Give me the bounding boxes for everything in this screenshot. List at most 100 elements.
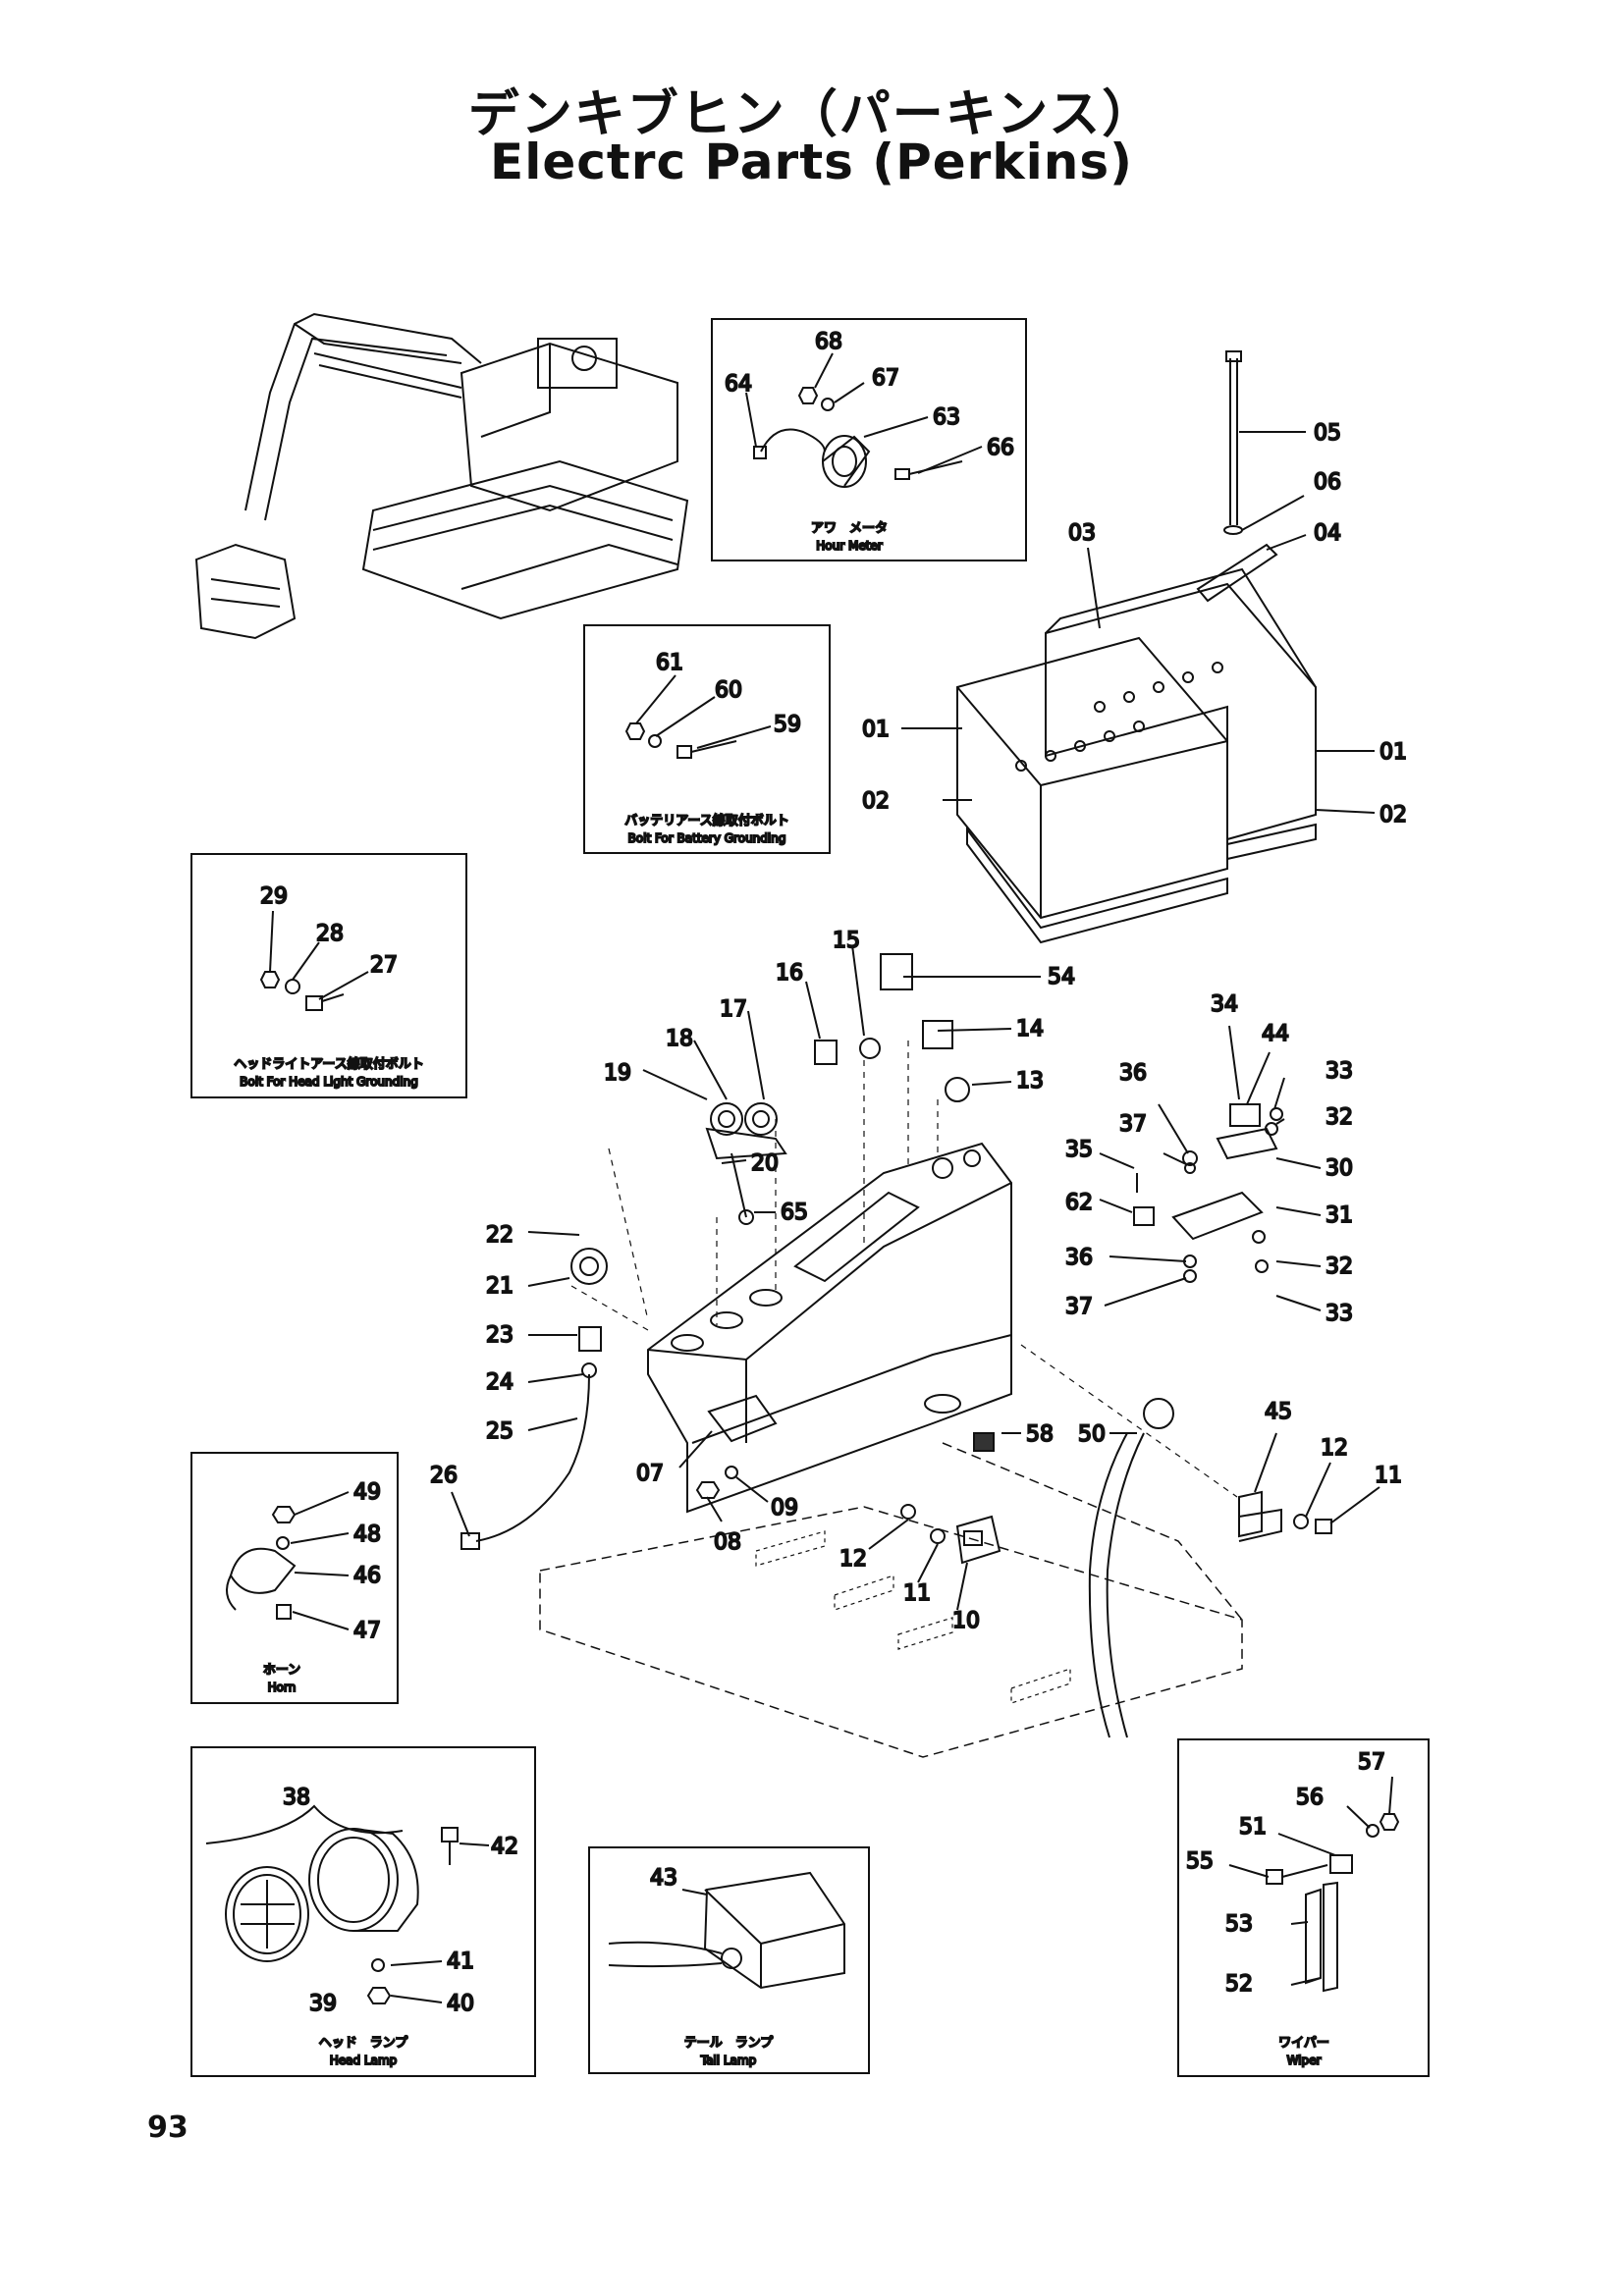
- label-44: 44: [1262, 1022, 1289, 1046]
- label-58: 58: [1026, 1422, 1054, 1447]
- label-64: 64: [725, 372, 752, 397]
- label-10: 10: [952, 1609, 980, 1633]
- label-38: 38: [283, 1786, 310, 1810]
- label-41: 41: [447, 1949, 474, 1974]
- label-13: 13: [1016, 1069, 1044, 1094]
- label-63: 63: [933, 405, 960, 430]
- label-29: 29: [260, 884, 288, 909]
- label-61: 61: [656, 651, 683, 675]
- label-43: 43: [650, 1866, 677, 1891]
- label-08: 08: [714, 1530, 741, 1555]
- label-28: 28: [316, 922, 344, 946]
- label-65: 65: [781, 1201, 808, 1225]
- label-14: 14: [1016, 1017, 1044, 1041]
- label-01-left: 01: [862, 718, 890, 742]
- label-55: 55: [1186, 1849, 1214, 1874]
- tail-lamp-caption-jp: テール ランプ: [684, 2036, 774, 2051]
- label-33-bottom: 33: [1325, 1302, 1353, 1326]
- label-05: 05: [1314, 421, 1341, 446]
- label-01-right: 01: [1380, 740, 1407, 765]
- hour-meter-caption-en: Hour Meter: [816, 539, 883, 553]
- headlight-bolt-caption-jp: ヘッドライトアース線取付ボルト: [234, 1056, 424, 1072]
- label-39: 39: [309, 1992, 337, 2016]
- label-36-top: 36: [1119, 1061, 1147, 1086]
- label-66: 66: [987, 436, 1014, 460]
- label-40: 40: [447, 1992, 474, 2016]
- hour-meter-caption-jp: アワ メータ: [811, 521, 888, 536]
- horn-caption-jp: ホーン: [263, 1663, 300, 1678]
- battery-bolt-caption-jp: バッテリアース線取付ボルト: [624, 813, 789, 828]
- label-50: 50: [1078, 1422, 1106, 1447]
- label-11-left: 11: [903, 1581, 931, 1606]
- battery-bolt-inset: 61 60 59 バッテリアース線取付ボルト Bolt For Battery …: [583, 624, 831, 854]
- label-34: 34: [1211, 992, 1238, 1017]
- headlight-bolt-caption-en: Bolt For Head Light Grounding: [240, 1075, 418, 1089]
- label-52: 52: [1225, 1972, 1253, 1997]
- excavator-illustration: [194, 312, 689, 640]
- label-23: 23: [486, 1323, 514, 1348]
- page-number: 93: [147, 2110, 189, 2145]
- label-31: 31: [1325, 1203, 1353, 1228]
- head-lamp-caption-en: Head Lamp: [330, 2054, 398, 2067]
- tail-lamp-inset: 43 テール ランプ Tail Lamp: [588, 1846, 870, 2074]
- label-35: 35: [1065, 1138, 1093, 1162]
- label-24: 24: [486, 1370, 514, 1395]
- label-18: 18: [666, 1027, 693, 1051]
- horn-caption-en: Horn: [268, 1681, 297, 1694]
- page-title-english: Electrc Parts (Perkins): [490, 133, 1133, 190]
- label-60: 60: [715, 678, 742, 703]
- label-09: 09: [771, 1496, 798, 1521]
- tail-lamp-caption-en: Tail Lamp: [700, 2054, 757, 2067]
- label-17: 17: [720, 997, 747, 1022]
- label-32-bottom: 32: [1325, 1255, 1353, 1279]
- label-68: 68: [815, 330, 842, 354]
- label-42: 42: [491, 1835, 518, 1859]
- label-20: 20: [751, 1151, 779, 1176]
- label-36-bottom: 36: [1065, 1246, 1093, 1270]
- label-25: 25: [486, 1419, 514, 1444]
- label-07: 07: [636, 1462, 664, 1486]
- label-48: 48: [353, 1522, 381, 1547]
- label-51: 51: [1239, 1815, 1267, 1840]
- label-67: 67: [872, 366, 899, 391]
- label-54: 54: [1048, 965, 1075, 989]
- label-37-bottom: 37: [1065, 1295, 1093, 1319]
- label-16: 16: [776, 961, 803, 986]
- label-45: 45: [1265, 1400, 1292, 1424]
- label-57: 57: [1358, 1750, 1385, 1775]
- label-53: 53: [1225, 1912, 1253, 1937]
- head-lamp-inset: 38 42 41 40 39 ヘッド ランプ Head Lamp: [190, 1746, 536, 2077]
- battery-bolt-caption-en: Bolt For Battery Grounding: [628, 831, 786, 845]
- label-56: 56: [1296, 1786, 1324, 1810]
- label-26: 26: [430, 1464, 458, 1488]
- label-04: 04: [1314, 521, 1341, 546]
- label-33-top: 33: [1325, 1059, 1353, 1084]
- headlight-bolt-inset: 29 28 27 ヘッドライトアース線取付ボルト Bolt For Head L…: [190, 853, 467, 1098]
- horn-inset: 49 48 46 47 ホーン Horn: [190, 1452, 399, 1704]
- label-46: 46: [353, 1564, 381, 1588]
- console-assembly: 54 14 13 15 16 17 18 19 20 65 22 21 23 2…: [429, 928, 1403, 1758]
- batteries: 05 06 04 03 01 02 01 02: [861, 350, 1408, 944]
- label-22: 22: [486, 1223, 514, 1248]
- label-06: 06: [1314, 470, 1341, 495]
- label-03: 03: [1068, 521, 1096, 546]
- label-12-left: 12: [839, 1547, 867, 1572]
- hour-meter-inset: 68 67 64 63 66 アワ メータ Hour Meter: [711, 318, 1027, 561]
- label-27: 27: [370, 953, 398, 978]
- wiper-caption-en: Wiper: [1287, 2054, 1322, 2067]
- label-19: 19: [604, 1061, 631, 1086]
- label-62: 62: [1065, 1191, 1093, 1215]
- head-lamp-caption-jp: ヘッド ランプ: [319, 2036, 408, 2051]
- label-37-top: 37: [1119, 1112, 1147, 1137]
- wiper-inset: 57 56 51 55 53 52 ワイパー Wiper: [1177, 1738, 1430, 2077]
- label-30: 30: [1325, 1156, 1353, 1181]
- label-49: 49: [353, 1480, 381, 1505]
- wiper-caption-jp: ワイパー: [1278, 2036, 1329, 2051]
- label-47: 47: [353, 1619, 381, 1643]
- label-02-left: 02: [862, 789, 890, 814]
- label-02-right: 02: [1380, 803, 1407, 828]
- label-59: 59: [774, 713, 801, 737]
- label-12-right: 12: [1321, 1436, 1348, 1461]
